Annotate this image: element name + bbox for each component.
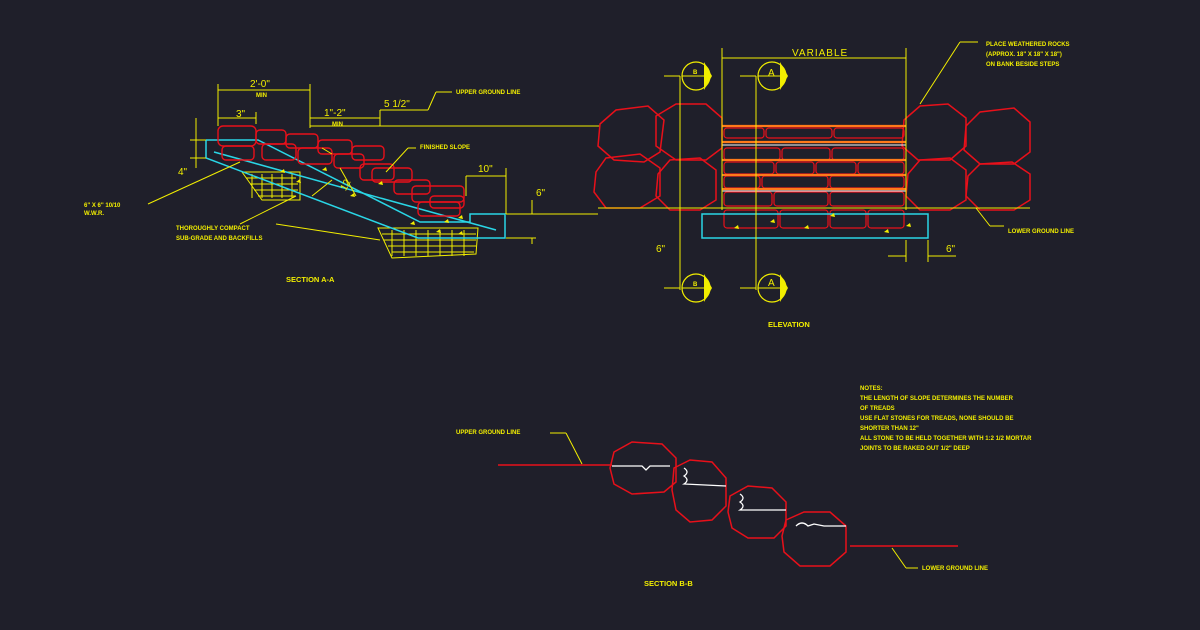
notes-line-1: THE LENGTH OF SLOPE DETERMINES THE NUMBE… (860, 396, 1014, 402)
bb-upper-ground-note: UPPER GROUND LINE (456, 430, 520, 436)
section-marker-a-top: A (757, 61, 788, 91)
upper-ground-note: UPPER GROUND LINE (456, 90, 520, 96)
dim-6-left-label: 6" (656, 244, 666, 255)
weathered-rocks (593, 103, 1031, 211)
step-stones-aa (217, 125, 465, 217)
leaders-bb (550, 432, 918, 569)
elevation-title: ELEVATION (768, 320, 810, 329)
finished-slope-note: FINISHED SLOPE (420, 145, 470, 151)
dim-riser-note: MIN (332, 122, 343, 128)
dim-offset-label: 5 1/2" (384, 99, 410, 110)
marker-a-bottom-letter: A (768, 278, 775, 289)
rocks-note-1: PLACE WEATHERED ROCKS (986, 42, 1070, 48)
section-aa-title: SECTION A-A (286, 275, 335, 284)
section-marker-a-bottom: A (757, 273, 788, 303)
wwr-note-2: W.W.R. (84, 211, 104, 217)
section-marker-b-bottom: B (681, 273, 712, 303)
dim-6-label: 6" (536, 188, 546, 199)
wwr-note-1: 6" X 6" 10/10 (84, 203, 121, 209)
bb-lower-ground-note: LOWER GROUND LINE (922, 566, 988, 572)
tread-lines (722, 124, 906, 192)
notes-line-2: OF TREADS (860, 406, 895, 412)
treads-bb (612, 465, 846, 527)
boulders-bb (609, 441, 847, 567)
notes-line-3: USE FLAT STONES FOR TREADS, NONE SHOULD … (860, 416, 1013, 422)
section-aa: 2'-0" MIN 3" 1"-2" MIN 5 1/2" 4" 10" 6" … (84, 79, 600, 284)
general-notes: NOTES: THE LENGTH OF SLOPE DETERMINES TH… (860, 386, 1032, 452)
dim-4-label: 4" (178, 167, 188, 178)
dim-variable-label: VARIABLE (792, 48, 848, 59)
compact-note-1: THOROUGHLY COMPACT (176, 226, 250, 232)
notes-line-6: JOINTS TO BE RAKED OUT 1/2" DEEP (860, 446, 970, 452)
dim-width-label: 2'-0" (250, 79, 270, 90)
dim-3-label: 3" (236, 109, 246, 120)
upper-ground-leader-arrow (321, 147, 333, 155)
elevation: B A B A VARIABLE 6" 6" PLACE WEATHERED R… (593, 41, 1074, 329)
elevation-footing (701, 213, 929, 239)
ground-lines-bb (498, 464, 958, 547)
rocks-note-3: ON BANK BESIDE STEPS (986, 62, 1059, 68)
dimension-lines-elevation (598, 41, 1030, 290)
dimension-lines-aa (147, 84, 600, 244)
section-marker-b-top: B (681, 61, 712, 91)
grout-marks-elevation (734, 213, 911, 233)
concrete-footing (205, 139, 506, 239)
dim-width-note: MIN (256, 93, 267, 99)
grout-marks-aa (280, 167, 463, 235)
marker-b-top-letter: B (693, 70, 698, 76)
compact-note-2: SUB-GRADE AND BACKFILLS (176, 236, 262, 242)
soil-hatch-lower (377, 227, 479, 259)
slope-ratio-label: 12 (339, 177, 354, 192)
section-bb-title: SECTION B-B (644, 579, 693, 588)
marker-a-top-letter: A (768, 68, 775, 79)
notes-line-5: ALL STONE TO BE HELD TOGETHER WITH 1:2 1… (860, 436, 1032, 442)
dim-6-right-label: 6" (946, 244, 956, 255)
notes-line-4: SHORTER THAN 12" (860, 426, 919, 432)
marker-b-bottom-letter: B (693, 282, 698, 288)
dim-10-label: 10" (478, 164, 493, 175)
rocks-note-2: (APPROX. 18" X 18" X 18") (986, 52, 1062, 58)
soil-hatch-upper (241, 171, 301, 201)
lower-ground-note: LOWER GROUND LINE (1008, 229, 1074, 235)
notes-heading: NOTES: (860, 386, 883, 392)
dim-riser-label: 1"-2" (324, 108, 346, 119)
section-bb: UPPER GROUND LINE LOWER GROUND LINE SECT… (456, 430, 988, 588)
